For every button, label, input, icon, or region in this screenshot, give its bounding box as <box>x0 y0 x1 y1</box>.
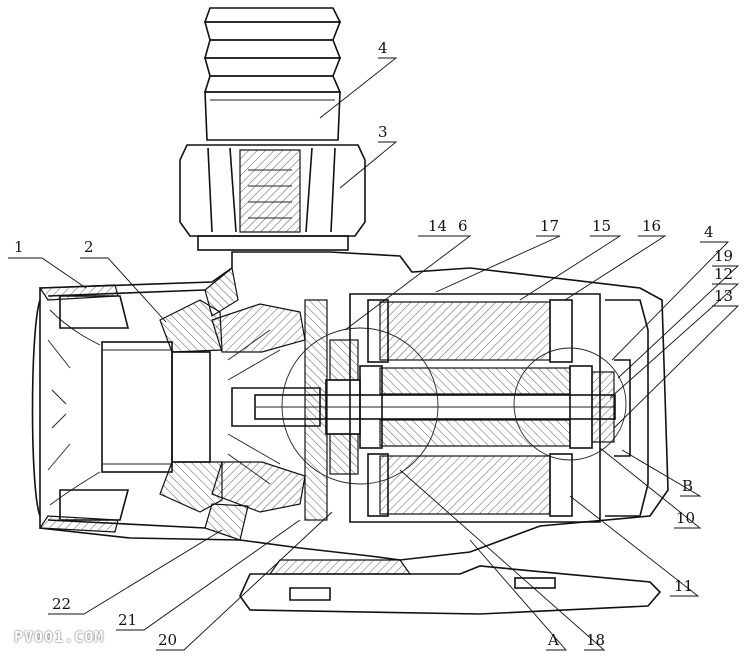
watermark: PV001.COM <box>14 628 105 646</box>
label-20: 20 <box>158 631 177 649</box>
label-4-right: 4 <box>704 223 714 241</box>
union-nut <box>179 144 366 251</box>
rotor <box>359 365 593 449</box>
label-19: 19 <box>714 247 733 265</box>
detail-circle-b <box>513 347 627 461</box>
outlet-nozzle <box>203 7 342 141</box>
label-21: 21 <box>118 611 137 629</box>
label-22: 22 <box>52 595 71 613</box>
label-B: B <box>682 477 693 495</box>
pump-housing <box>38 251 669 561</box>
label-1: 1 <box>14 238 24 256</box>
label-A: A <box>547 631 559 649</box>
front-seal-assembly <box>325 339 361 475</box>
inlet-strainer <box>31 295 130 521</box>
label-6: 6 <box>458 217 468 235</box>
label-13: 13 <box>714 287 733 305</box>
label-18: 18 <box>586 631 605 649</box>
stator <box>349 293 601 523</box>
mounting-base <box>239 559 662 615</box>
label-2: 2 <box>84 238 94 256</box>
label-10: 10 <box>676 509 695 527</box>
detail-circle-a <box>281 327 439 485</box>
leader-lines <box>8 57 740 651</box>
label-17: 17 <box>540 217 559 235</box>
label-11: 11 <box>674 577 693 595</box>
label-15: 15 <box>592 217 611 235</box>
impeller <box>211 299 328 521</box>
label-12: 12 <box>714 265 733 283</box>
inlet-connector <box>101 299 223 513</box>
label-4-top: 4 <box>378 39 388 57</box>
motor-shaft <box>254 394 616 420</box>
label-3: 3 <box>378 123 388 141</box>
label-14: 14 <box>428 217 447 235</box>
label-16: 16 <box>642 217 661 235</box>
rear-bearing-assembly <box>591 299 649 517</box>
